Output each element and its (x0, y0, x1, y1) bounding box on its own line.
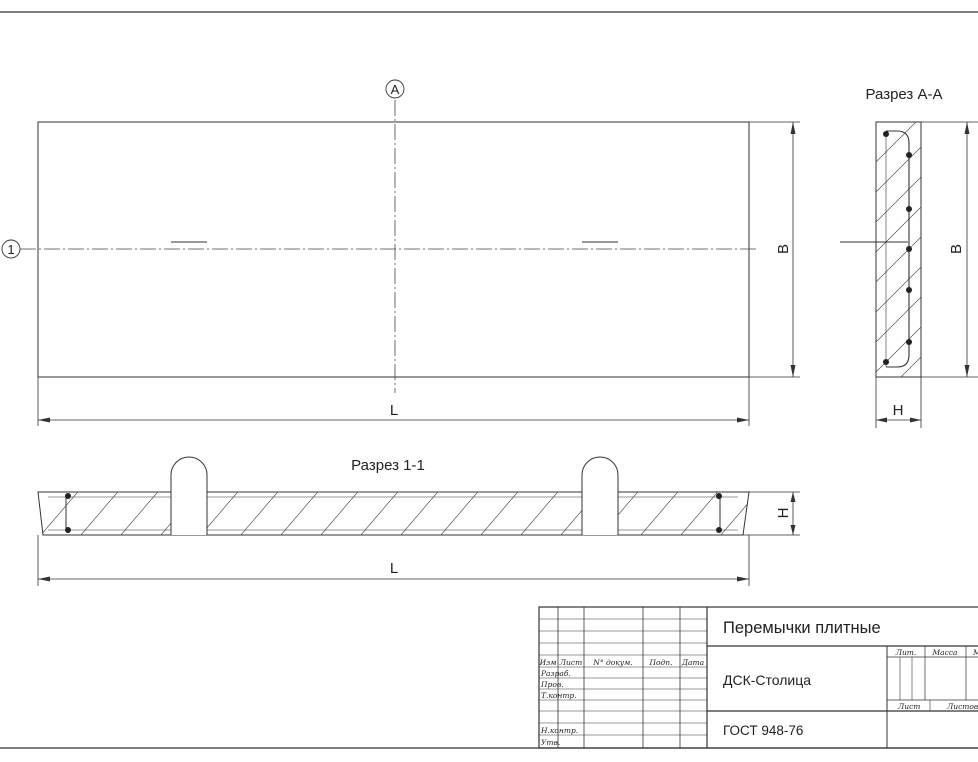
lifting-loop-right (581, 456, 619, 535)
section-11-rebars (65, 493, 722, 533)
tb-organization: ДСК-Столица (723, 672, 811, 688)
section-aa-outline (875, 121, 922, 378)
dimension-plan-width-label: B (775, 244, 792, 254)
dimension-s11-height-label: H (775, 508, 792, 519)
tb-standard: ГОСТ 948-76 (723, 723, 803, 738)
title-block-text: Изм Лист N° докум. Подп. Дата Разраб. Пр… (539, 619, 978, 747)
section-aa-view: Разрез А-А (840, 86, 978, 428)
section-aa-rebars (883, 131, 912, 365)
tb-row-utv: Утв. (541, 738, 560, 747)
tb-row-razrab: Разраб. (540, 669, 571, 678)
section-aa-title: Разрез А-А (866, 86, 943, 103)
axis-marker-a: A (385, 79, 405, 99)
tb-sheet-label: Лист (897, 702, 920, 711)
section-11-outline (37, 491, 750, 536)
tb-sheets-label: Листов (946, 702, 978, 711)
dimension-plan-length-label: L (390, 402, 398, 419)
section-11-view: Разрез 1-1 (37, 456, 800, 586)
tb-col-sign: Подп. (648, 658, 672, 667)
dimension-plan-length (37, 377, 750, 426)
svg-text:A: A (391, 82, 400, 97)
plan-outline (37, 121, 750, 378)
plan-view: A 1 L B (1, 79, 800, 426)
dimension-aa-height-label: H (893, 402, 904, 419)
tb-row-prov: Пров. (540, 680, 564, 689)
title-block (538, 606, 978, 749)
svg-text:1: 1 (7, 242, 14, 257)
dimension-aa-width-label: B (948, 244, 965, 254)
tb-col-izm: Изм (539, 658, 557, 667)
tb-mass-label: Масса (931, 648, 957, 657)
tb-scale-label: М (972, 648, 978, 657)
dimension-aa-height (875, 377, 922, 428)
dimension-s11-length (37, 535, 750, 586)
axis-marker-1: 1 (1, 239, 21, 259)
tb-col-date: Дата (681, 658, 704, 667)
tb-col-doc: N° докум. (592, 658, 632, 667)
tb-col-list: Лист (559, 658, 582, 667)
tb-row-tkontr: Т.контр. (541, 691, 577, 700)
dimension-aa-width (921, 121, 978, 378)
tb-document-name: Перемычки плитные (723, 619, 881, 637)
dimension-plan-width (749, 121, 800, 378)
tb-stage-label: Лит. (895, 648, 917, 657)
dimension-s11-height (743, 491, 800, 536)
tb-row-nkontr: Н.контр. (540, 726, 578, 735)
lifting-loop-left (170, 456, 208, 535)
section-aa-stirrup (886, 130, 910, 368)
section-11-title: Разрез 1-1 (351, 457, 425, 474)
dimension-s11-length-label: L (390, 560, 398, 577)
